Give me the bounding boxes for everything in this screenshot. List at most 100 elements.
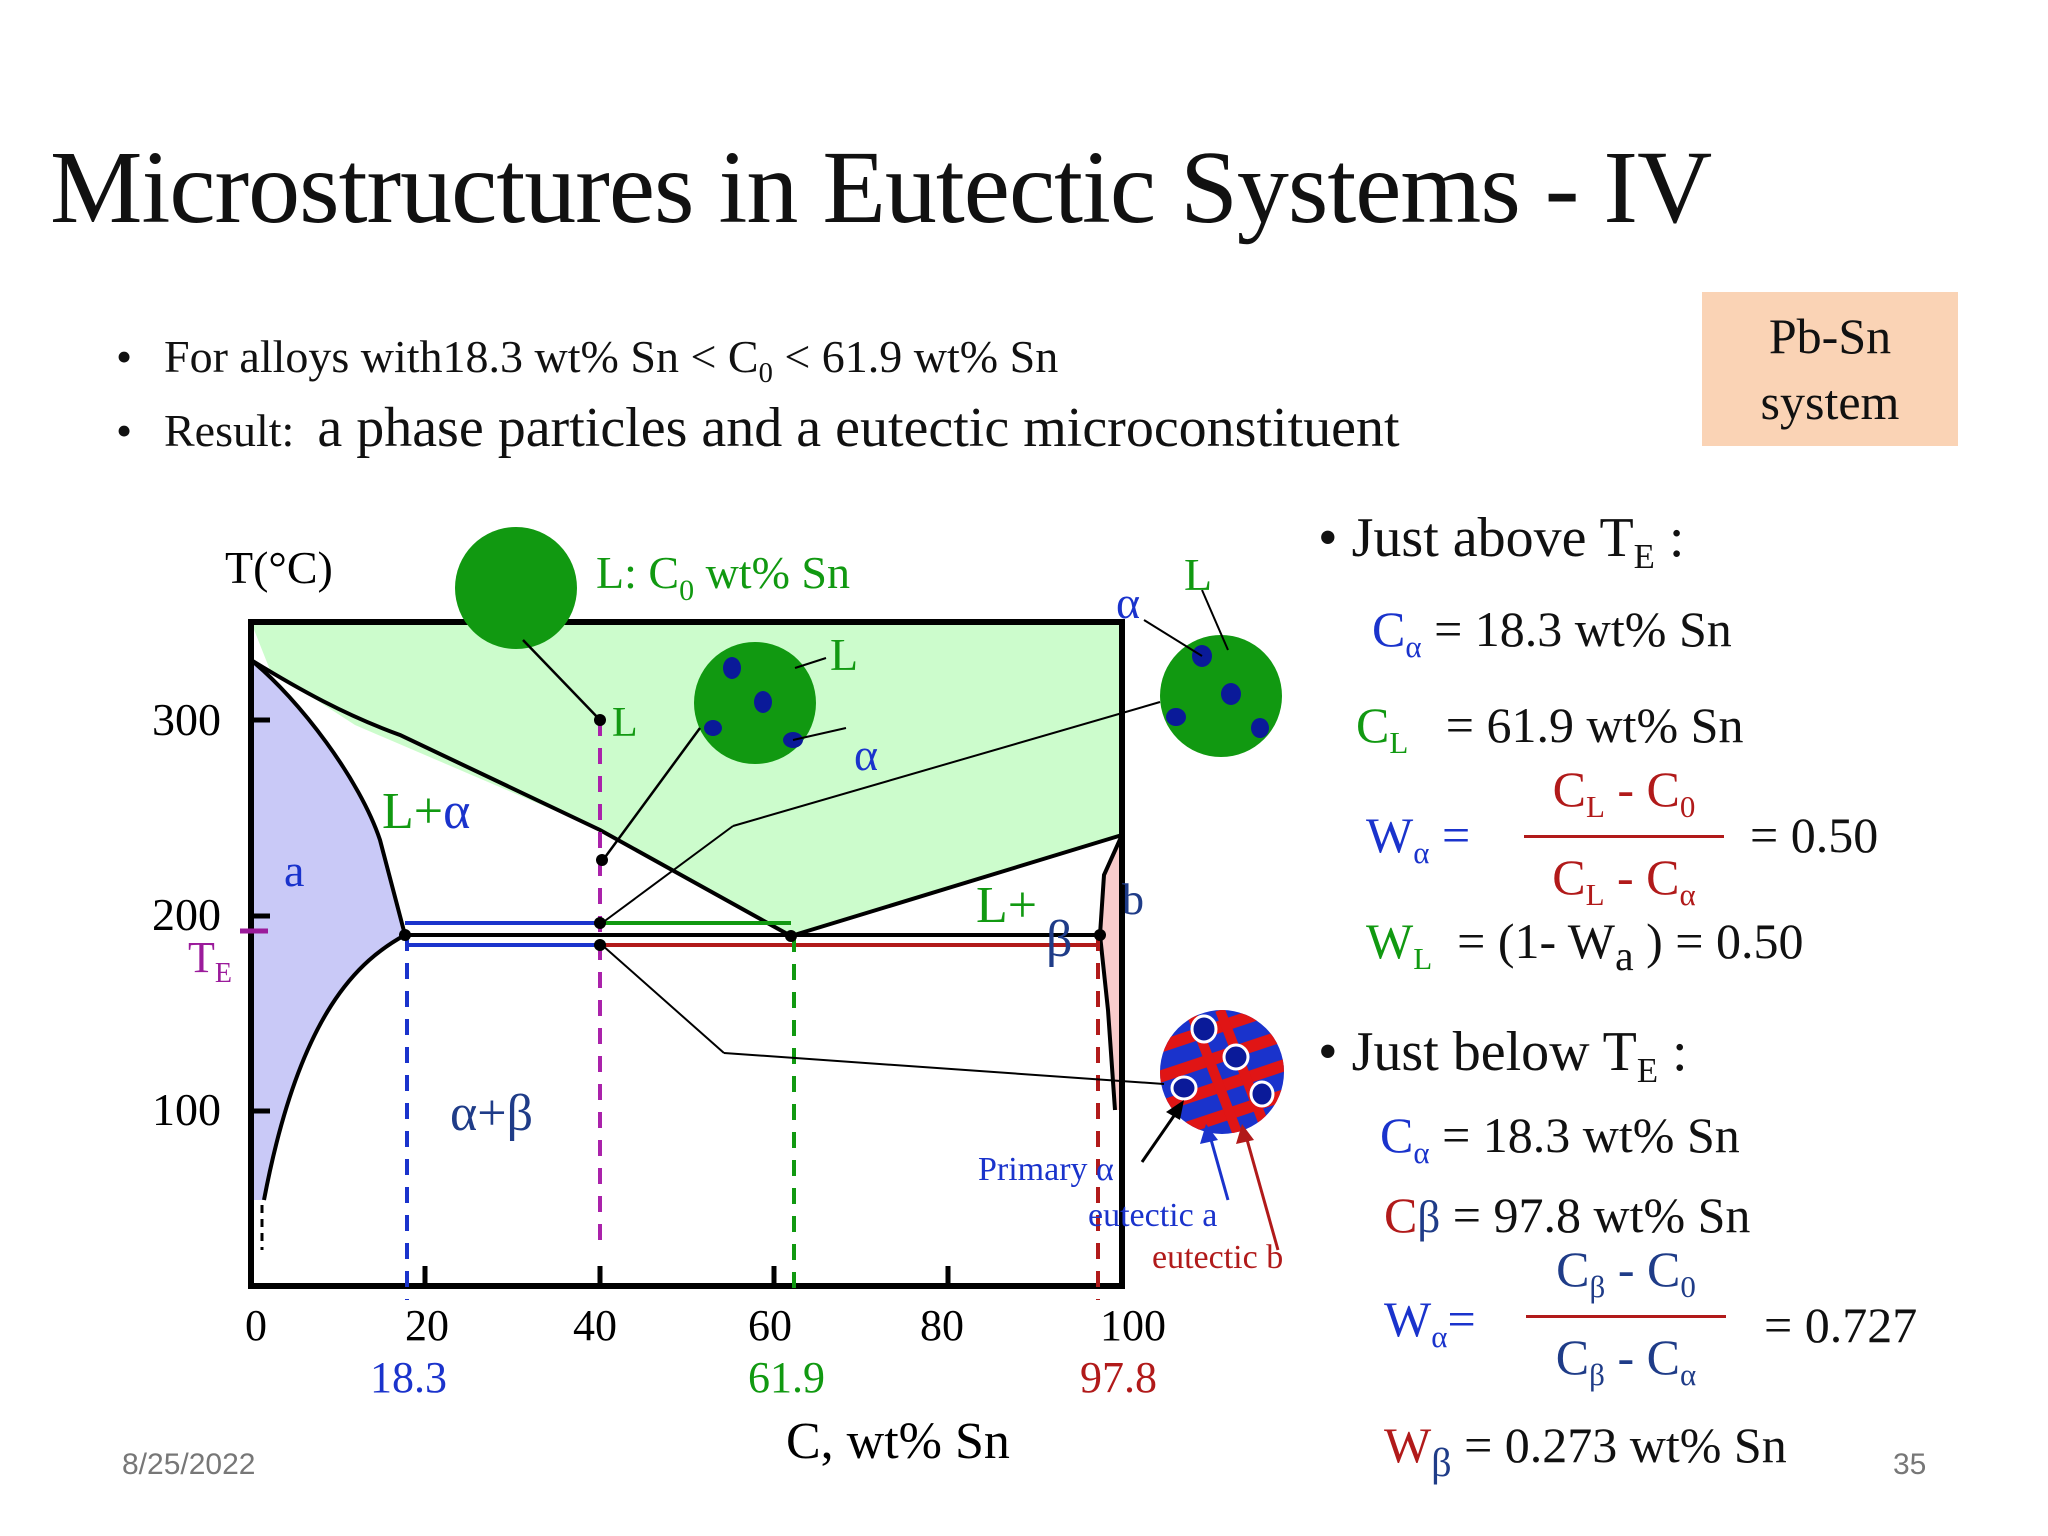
ytick-label-300: 300: [152, 694, 221, 745]
below-c-alpha-value: = 18.3 wt% Sn: [1442, 1107, 1740, 1163]
above-c-alpha-value: = 18.3 wt% Sn: [1434, 601, 1732, 657]
te-label: TE: [188, 933, 232, 989]
symbol-c-alpha: Cα: [1372, 601, 1422, 664]
below-w-alpha-value: = 0.727: [1764, 1297, 1918, 1353]
below-c-beta: Cβ = 97.8 wt% Sn: [1384, 1186, 1750, 1244]
mid-L-label: L: [830, 629, 858, 680]
beta-region: [1100, 835, 1122, 1110]
primary-alpha-label: Primary α: [978, 1151, 1114, 1188]
above-heading-text: Just above T: [1351, 507, 1634, 569]
liquidus-alpha: [249, 658, 792, 938]
plot-frame: [248, 619, 1125, 1289]
below-heading-colon: :: [1658, 1021, 1688, 1083]
above-w-alpha: Wα =: [1366, 806, 1470, 871]
below-fraction-denominator: Cβ - Cα: [1555, 1328, 1697, 1392]
below-heading: • Just below TE :: [1318, 1020, 1688, 1091]
footer-page-number: 35: [1893, 1448, 1927, 1481]
above-heading: • Just above TE :: [1318, 506, 1684, 577]
symbol-c-l: CL: [1356, 697, 1409, 760]
ytick-label-200: 200: [152, 889, 221, 940]
right-L-leader: [1201, 589, 1229, 651]
below-heading-text: Just below T: [1351, 1021, 1637, 1083]
mid-L-leader: [794, 657, 827, 669]
eutectic-circle-leader: [723, 1052, 1165, 1085]
comp-18-3: 18.3: [370, 1353, 447, 1402]
region-ab-label: α+β: [450, 1085, 533, 1142]
below-fraction-numerator: Cβ - C0: [1556, 1241, 1696, 1304]
below-w-beta-value: = 0.273 wt% Sn: [1464, 1417, 1787, 1473]
bullet-alloys-sub: 0: [758, 357, 773, 389]
mid-alpha-leader: [792, 727, 847, 741]
y-axis-label: T(°C): [225, 542, 333, 593]
bullet-dot-icon: •: [1318, 1021, 1338, 1083]
liquidus-beta: [790, 833, 1123, 938]
right-microstructure-circle: [1160, 635, 1282, 757]
above-c-l: CL = 61.9 wt% Sn: [1356, 696, 1743, 761]
above-c-l-value: = 61.9 wt% Sn: [1445, 697, 1744, 753]
region-l-beta-label: L+: [976, 877, 1037, 934]
above-w-alpha-fraction: CL - C0 CL - Cα: [1524, 760, 1724, 913]
region-l-alpha-label: L+α: [382, 783, 470, 840]
above-c-alpha: Cα = 18.3 wt% Sn: [1372, 600, 1732, 665]
xtick-label-20: 20: [405, 1301, 449, 1350]
mid-alpha-label: α: [854, 729, 878, 780]
solidus-alpha: [249, 658, 407, 936]
bullet-alloys-text: For alloys with18.3 wt% Sn < C: [164, 331, 759, 382]
above-w-alpha-value: = 0.50: [1750, 807, 1879, 863]
xtick-label-40: 40: [573, 1301, 617, 1350]
xtick-label-80: 80: [920, 1301, 964, 1350]
below-w-alpha: Wα=: [1384, 1290, 1476, 1355]
mid-circle-leader: [601, 727, 702, 861]
symbol-w-beta: Wβ: [1384, 1417, 1452, 1485]
system-label-line2: system: [1760, 374, 1900, 430]
above-w-l-text: = (1- W: [1457, 913, 1615, 969]
bullet-result-label: Result:: [164, 405, 295, 456]
region-b-label: b: [1122, 875, 1144, 924]
below-heading-sub: E: [1636, 1051, 1659, 1091]
alpha-region: [251, 660, 405, 1200]
x-axis-label: C, wt% Sn: [786, 1413, 1010, 1470]
liquid-circle: [455, 527, 577, 649]
below-c-beta-value: = 97.8 wt% Sn: [1452, 1187, 1751, 1243]
bullet-dot-icon: •: [1318, 507, 1338, 569]
comp-61-9: 61.9: [748, 1353, 825, 1402]
above-fraction-numerator: CL - C0: [1552, 761, 1696, 824]
footer-date: 8/25/2022: [122, 1448, 256, 1481]
slide-title: Microstructures in Eutectic Systems - IV: [50, 130, 1712, 245]
above-fraction-denominator: CL - Cα: [1552, 848, 1696, 912]
bullet-alloys: • For alloys with18.3 wt% Sn < C0 < 61.9 …: [116, 330, 1058, 390]
eutectic-circle-leader-b: [601, 944, 725, 1054]
comp-97-8: 97.8: [1080, 1353, 1157, 1402]
region-a-label: a: [284, 845, 304, 896]
melt-label: L: C0 wt% Sn: [596, 547, 850, 607]
right-alpha-leader: [1143, 619, 1203, 657]
right-alpha-label: α: [1116, 577, 1140, 628]
liquid-circle-leader: [522, 639, 601, 721]
right-circle-leader: [732, 701, 1161, 827]
solvus-alpha: [262, 933, 406, 1201]
mid-alpha-particles: [704, 657, 803, 748]
below-w-beta: Wβ = 0.273 wt% Sn: [1384, 1416, 1787, 1485]
fraction-bar: [1526, 1314, 1726, 1318]
point-below: [594, 939, 606, 951]
below-c-alpha: Cα = 18.3 wt% Sn: [1380, 1106, 1740, 1171]
bullet-dot-icon: •: [116, 405, 133, 456]
symbol-c-beta: Cβ: [1384, 1187, 1441, 1243]
eutectic-a-label: eutectic a: [1088, 1197, 1217, 1234]
above-w-l-tail: ) = 0.50: [1633, 913, 1804, 969]
above-w-l: WL = (1- Wa ) = 0.50: [1366, 912, 1804, 980]
xtick-label-60: 60: [748, 1301, 792, 1350]
eutectic-b-label: eutectic b: [1152, 1239, 1283, 1276]
above-heading-colon: :: [1654, 507, 1685, 569]
liquid-region: [251, 622, 1122, 936]
bullet-dot-icon: •: [116, 331, 133, 382]
symbol-c-alpha: Cα: [1380, 1107, 1430, 1170]
bullet-alloys-post: < 61.9 wt% Sn: [772, 331, 1059, 382]
xtick-label-0: 0: [245, 1301, 267, 1350]
above-heading-sub: E: [1633, 537, 1655, 577]
ytick-label-100: 100: [152, 1084, 221, 1135]
right-circle-leader-b: [601, 825, 734, 924]
point-alpha: [399, 929, 411, 941]
bullet-result: •Result: a phase particles and a eutecti…: [116, 396, 1400, 460]
